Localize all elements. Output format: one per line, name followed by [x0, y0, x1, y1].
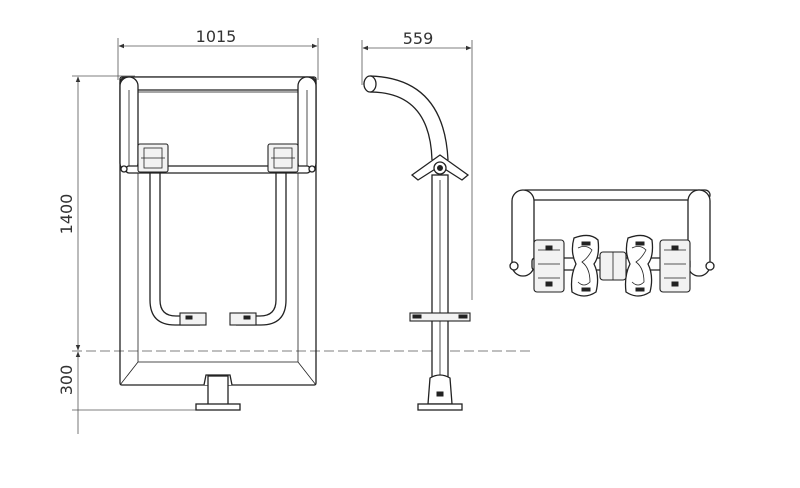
dimension-height: 1400 300	[57, 75, 530, 434]
dimension-label-height-upper: 1400	[57, 194, 76, 235]
dimension-label-height-lower: 300	[57, 365, 76, 396]
dimension-depth-side: 559	[361, 29, 473, 300]
dimension-label-width: 1015	[196, 27, 237, 46]
dimension-label-depth: 559	[403, 29, 434, 48]
front-view	[119, 76, 317, 411]
side-view	[363, 75, 471, 411]
dimension-width-front: 1015	[117, 27, 319, 80]
top-view	[509, 189, 715, 297]
